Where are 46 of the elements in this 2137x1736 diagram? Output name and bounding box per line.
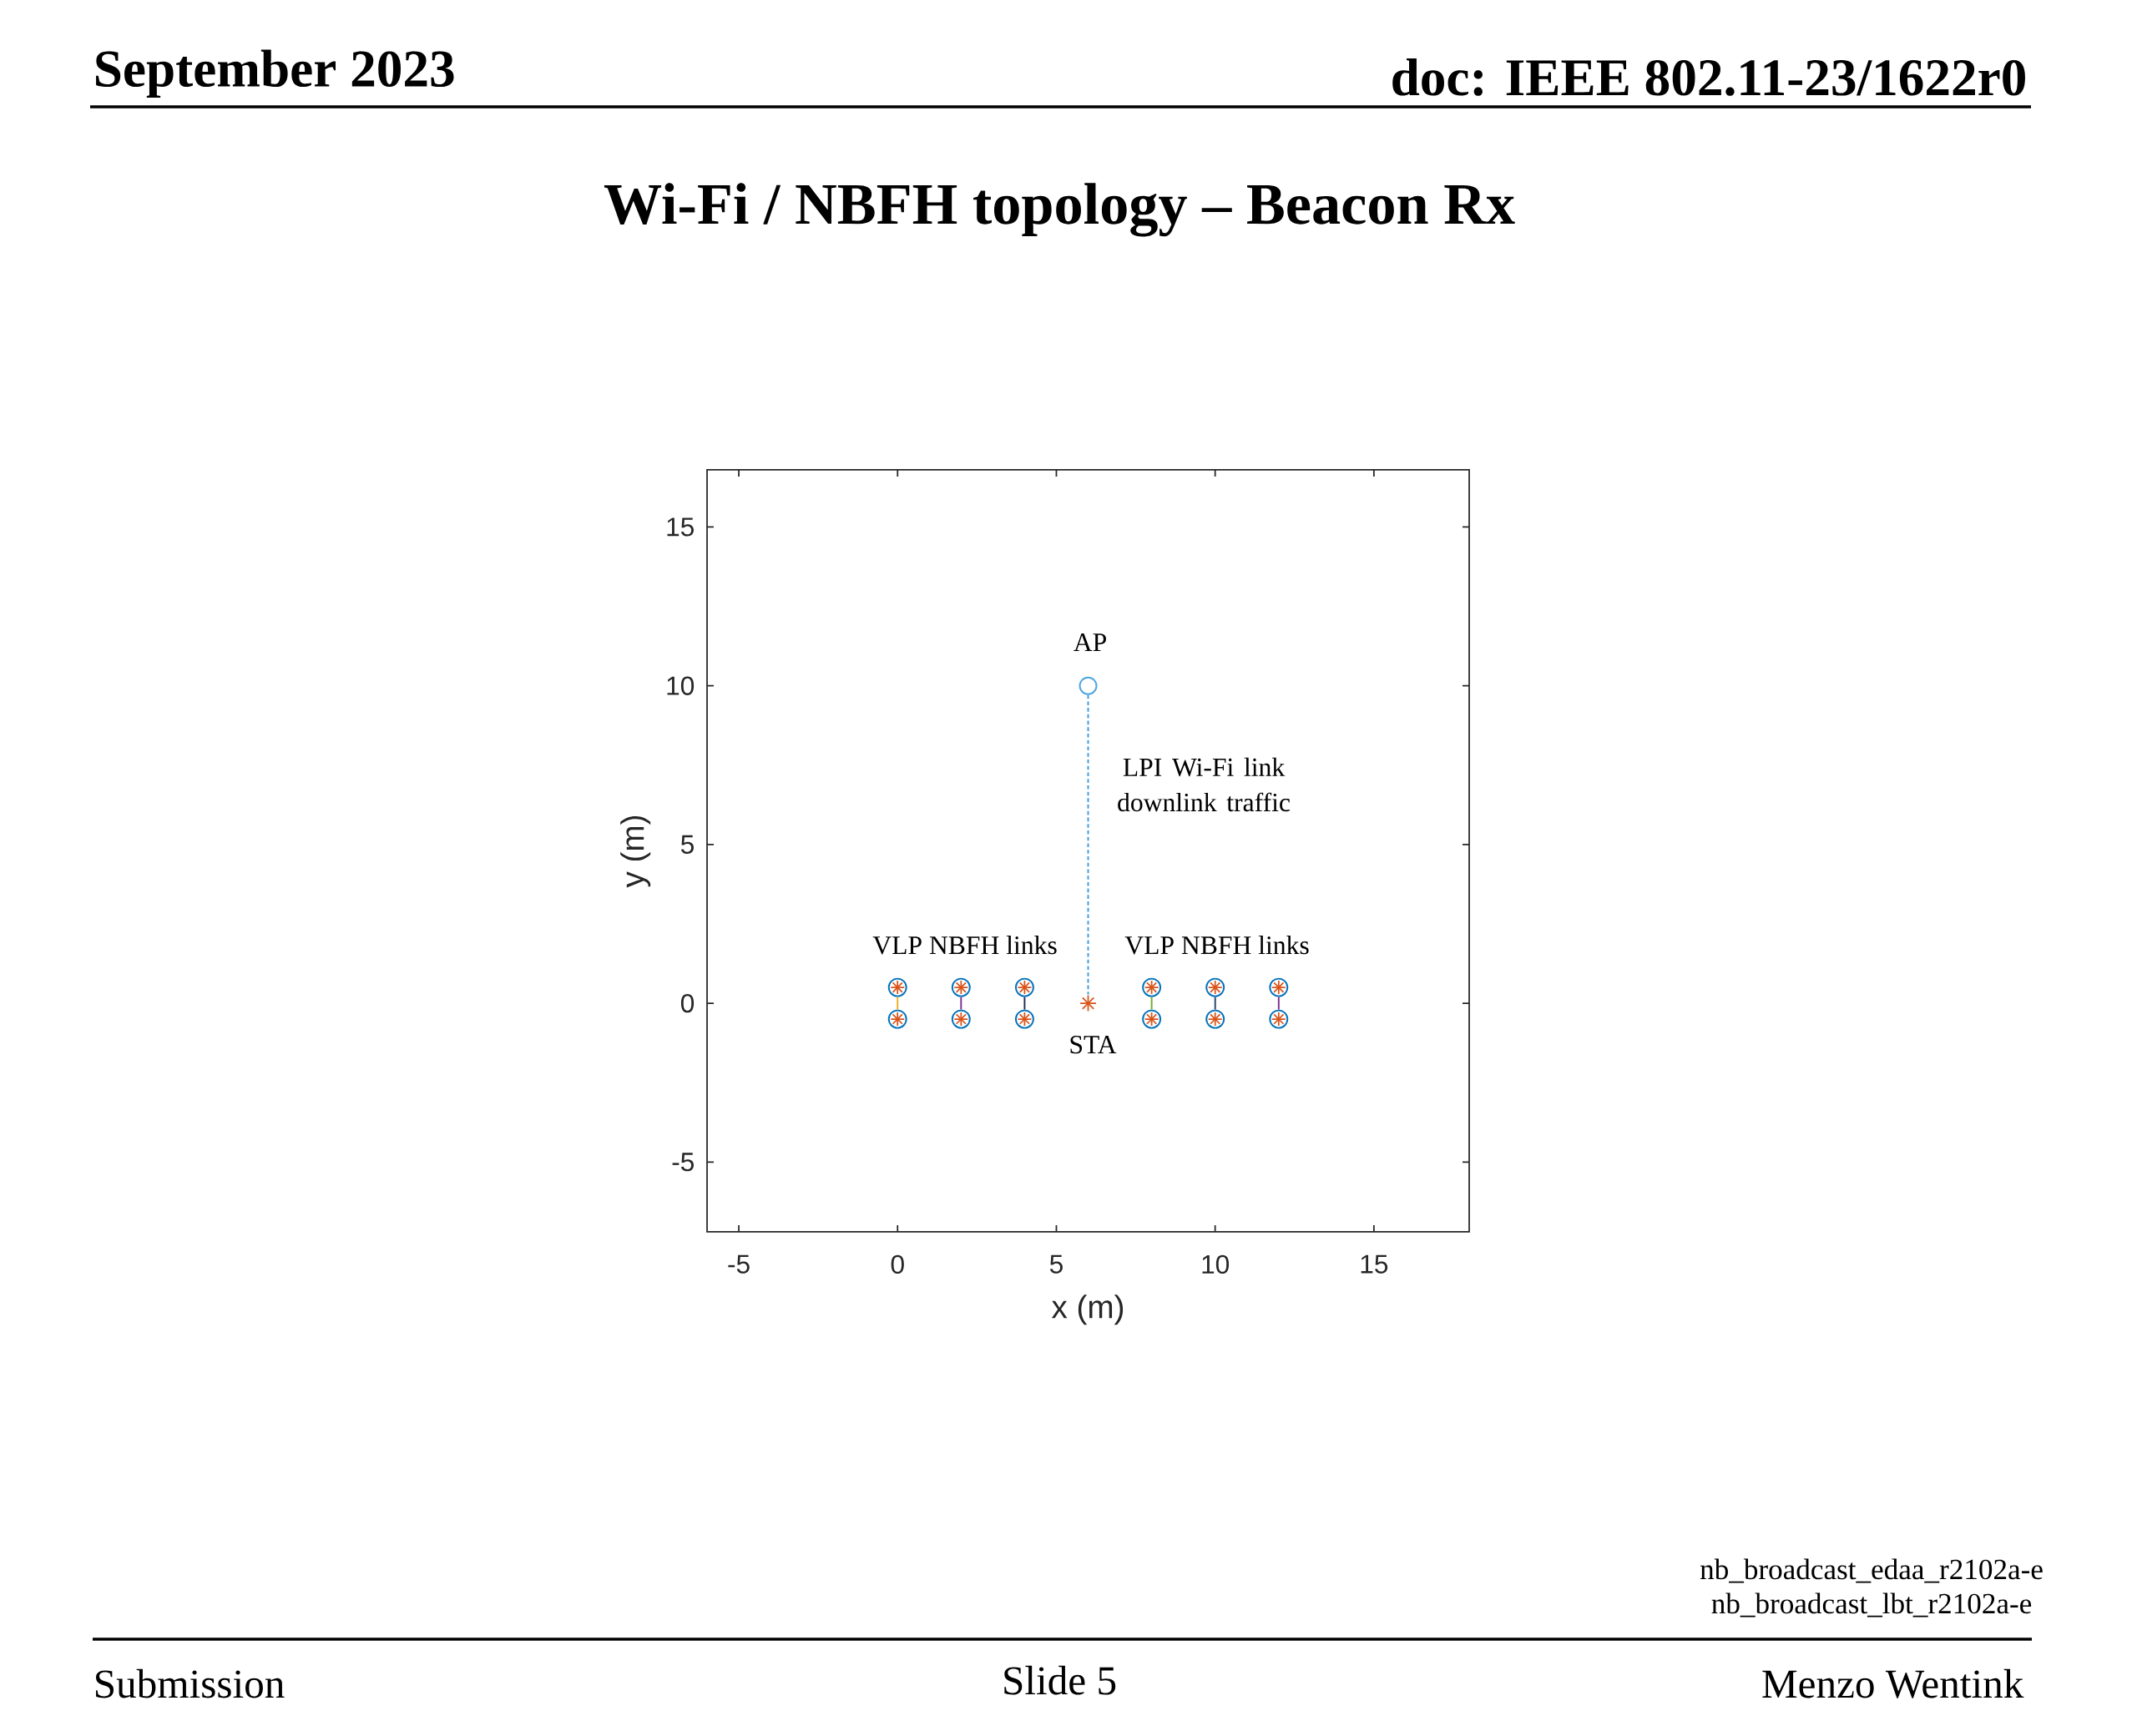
asterisk-marker [1079, 995, 1097, 1012]
circled-asterisk-marker [1014, 977, 1034, 997]
x-tick-label: 10 [1202, 1254, 1230, 1274]
link-line [960, 996, 962, 1011]
circle-marker [1079, 676, 1098, 695]
link-line [897, 996, 899, 1011]
group-label: VLP NBFH links [872, 936, 1057, 955]
y-tick-label: 10 [667, 676, 695, 695]
point-label: AP [1074, 633, 1106, 651]
file-name: nb_broadcast_lbt_r2102a-e [1711, 1592, 2032, 1617]
footer-text: Menzo Wentink [1762, 1668, 2024, 1698]
group-label: VLP NBFH links [1124, 936, 1309, 955]
x-tick-label: 15 [1361, 1254, 1388, 1274]
file-name: nb_broadcast_edaa_r2102a-e [1700, 1558, 2043, 1583]
link-line [1150, 996, 1153, 1011]
header-text: doc: IEEE 802.11-23/1622r0 [1392, 58, 2025, 96]
y-tick-label: -5 [672, 1153, 694, 1172]
point-label: STA [1070, 1036, 1117, 1054]
slide-title: Wi-Fi / NBFH topology – Beacon Rx [604, 183, 1515, 237]
circled-asterisk-marker [951, 1009, 971, 1029]
link-line [1277, 996, 1280, 1011]
circled-asterisk-marker [1142, 1009, 1162, 1029]
link-line [1023, 996, 1026, 1011]
footer-text: Slide 5 [1004, 1665, 1116, 1695]
circled-asterisk-marker [887, 1009, 907, 1029]
y-tick-label: 5 [680, 835, 694, 854]
circled-asterisk-marker [1269, 1009, 1289, 1029]
circled-asterisk-marker [887, 977, 907, 997]
edge-label: LPI Wi-Fi link downlink traffic [1109, 754, 1299, 815]
y-axis-title: y (m) [620, 815, 651, 888]
link-line [1087, 694, 1089, 996]
circled-asterisk-marker [1142, 977, 1162, 997]
x-tick-label: -5 [728, 1254, 750, 1274]
x-tick-label: 0 [891, 1254, 904, 1274]
y-tick-label: 0 [680, 993, 695, 1013]
circled-asterisk-marker [951, 977, 971, 997]
x-axis-title: x (m) [1051, 1294, 1124, 1325]
y-tick-label: 15 [667, 517, 694, 537]
header-text: September 2023 [96, 49, 454, 98]
x-tick-label: 5 [1049, 1254, 1063, 1274]
circled-asterisk-marker [1205, 977, 1225, 997]
footer-text: Submission [96, 1668, 285, 1698]
link-line [1214, 996, 1216, 1011]
circled-asterisk-marker [1205, 1009, 1225, 1029]
circled-asterisk-marker [1014, 1009, 1034, 1029]
circled-asterisk-marker [1269, 977, 1289, 997]
